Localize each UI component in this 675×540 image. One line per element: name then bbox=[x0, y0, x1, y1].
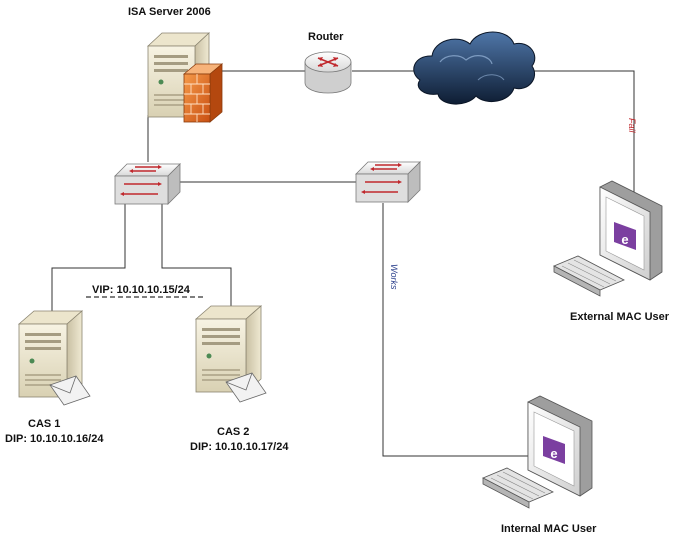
router-icon bbox=[304, 51, 352, 94]
switch-icon bbox=[114, 163, 181, 205]
envelope-icon bbox=[225, 372, 267, 403]
envelope-icon bbox=[49, 375, 91, 406]
keyboard-icon bbox=[553, 255, 625, 297]
switch-1 bbox=[114, 163, 181, 205]
link-cloud-external-user bbox=[520, 70, 635, 194]
external-mac-user: e External MAC User bbox=[553, 180, 670, 323]
switch-2 bbox=[355, 161, 421, 203]
internal-user-label: Internal MAC User bbox=[501, 523, 597, 535]
fail-label: Fail bbox=[627, 118, 637, 134]
works-label: Works bbox=[389, 264, 399, 290]
cas1-server: CAS 1 DIP: 10.10.10.16/24 bbox=[5, 310, 104, 445]
monitor-icon: e bbox=[599, 180, 663, 281]
switch-icon bbox=[355, 161, 421, 203]
app-icon: e bbox=[543, 436, 565, 464]
vip-label: VIP: 10.10.10.15/24 bbox=[92, 284, 191, 296]
connections bbox=[51, 70, 635, 457]
firewall-icon bbox=[182, 63, 224, 123]
svg-text:e: e bbox=[621, 232, 628, 247]
svg-text:e: e bbox=[550, 446, 557, 461]
internal-mac-user: e Internal MAC User bbox=[482, 395, 597, 535]
cas2-dip: DIP: 10.10.10.17/24 bbox=[190, 441, 289, 453]
cas1-dip: DIP: 10.10.10.16/24 bbox=[5, 433, 104, 445]
link-switch2-internal-user bbox=[382, 203, 528, 457]
router: Router bbox=[304, 31, 352, 94]
isa-server: ISA Server 2006 bbox=[128, 6, 224, 123]
app-icon: e bbox=[614, 222, 636, 250]
monitor-icon: e bbox=[527, 395, 593, 497]
cas2-name: CAS 2 bbox=[217, 426, 249, 438]
cloud-icon bbox=[413, 31, 536, 105]
keyboard-icon bbox=[482, 467, 554, 509]
isa-server-label: ISA Server 2006 bbox=[128, 6, 211, 18]
cas2-server: CAS 2 DIP: 10.10.10.17/24 bbox=[190, 305, 289, 453]
link-switch1-cas2 bbox=[161, 204, 232, 306]
cas1-name: CAS 1 bbox=[28, 418, 60, 430]
router-label: Router bbox=[308, 31, 344, 43]
external-user-label: External MAC User bbox=[570, 311, 670, 323]
link-switch1-cas1 bbox=[51, 200, 126, 312]
